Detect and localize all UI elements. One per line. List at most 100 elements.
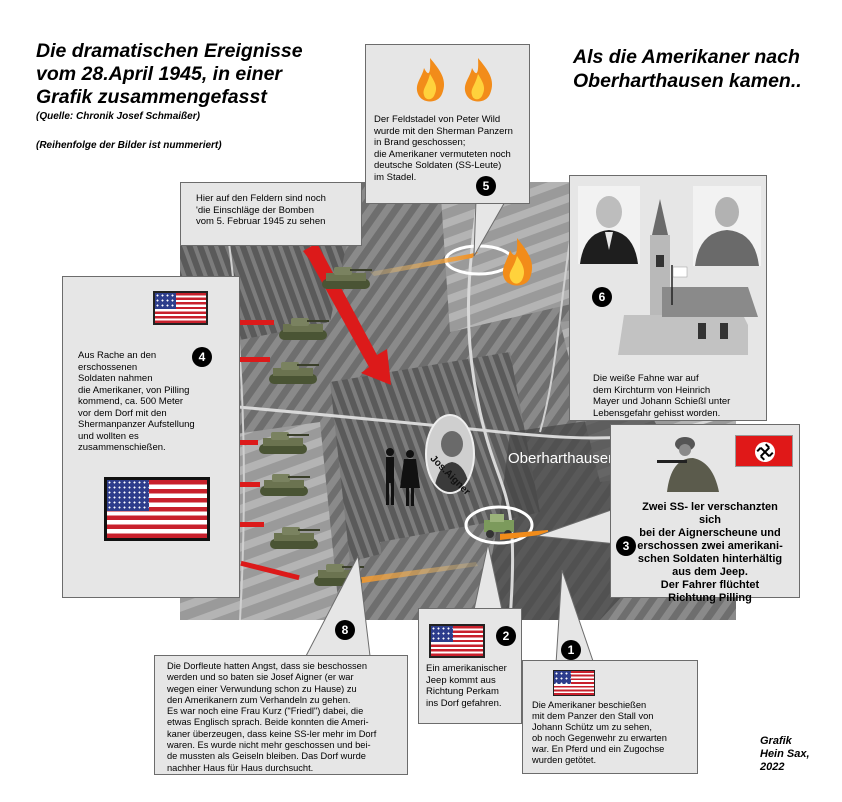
fire-icon <box>502 238 533 286</box>
tank-icon <box>322 267 372 289</box>
church-icon <box>618 199 758 355</box>
number-badge-2: 2 <box>496 626 516 646</box>
box-8 <box>154 655 408 775</box>
jeep-marker <box>464 505 534 545</box>
swastika-flag-icon <box>735 435 793 467</box>
connector-bar <box>232 357 270 362</box>
tank-icon <box>270 527 320 549</box>
box-3-line: erschossen zwei amerikani- <box>637 540 783 552</box>
box-1-line: Die Amerikaner beschießen <box>532 700 647 710</box>
order-note: (Reihenfolge der Bilder ist nummeriert) <box>36 140 222 151</box>
box-3-line: Richtung Pilling <box>668 592 752 604</box>
aigner-portrait-image <box>433 431 471 492</box>
box-4 <box>62 276 240 598</box>
us-flag-icon <box>104 477 210 541</box>
portrait-mayer <box>578 186 640 264</box>
box-8-line: Die Dorfleute hatten Angst, dass sie bes… <box>167 661 368 671</box>
box-1-line: Johann Schütz um zu sehen, <box>532 722 652 732</box>
tank-icon <box>279 318 329 340</box>
village-label: Oberharthausen <box>508 450 617 467</box>
box-4-line: erschossenen <box>78 361 138 373</box>
number-badge-5: 5 <box>476 176 496 196</box>
fire-icon <box>464 58 493 102</box>
right-title: Als die Amerikaner nach Oberharthausen k… <box>573 45 802 93</box>
box-5-line: wurde mit den Sherman Panzern <box>374 125 513 137</box>
box-1-line: mit dem Panzer den Stall von <box>532 711 654 721</box>
callout-3-pointer <box>537 507 617 545</box>
bomb-direction-arrow <box>303 243 391 385</box>
main-title-line-2: vom 28.April 1945, in einer <box>36 63 283 85</box>
credit-line-1: Grafik <box>760 735 792 747</box>
box-5-line: die Amerikaner vermuteten noch <box>374 148 511 160</box>
box-4-line: die Amerikaner, von Pilling <box>78 384 190 396</box>
box-2-text: Ein amerikanischer Jeep kommt aus Richtu… <box>426 663 507 709</box>
tracer-jeep <box>500 530 548 540</box>
box-1 <box>522 660 698 774</box>
main-title-line-3: Grafik zusammengefasst <box>36 86 267 108</box>
number-badge-6: 6 <box>592 287 612 307</box>
box-3-line: aus dem Jeep. <box>672 566 748 578</box>
connector-bar <box>232 320 274 325</box>
box-6-line: Lebensgefahr gehisst worden. <box>593 407 721 419</box>
callout-8-pointer <box>305 556 371 657</box>
tank-icon <box>260 474 310 496</box>
box-1-line: wurden getötet. <box>532 755 597 765</box>
box-6-line: Die weiße Fahne war auf <box>593 373 699 384</box>
box-4-line: vor dem Dorf mit den <box>78 407 167 419</box>
bombs-box <box>180 182 362 246</box>
soldiers-icon <box>657 437 719 492</box>
box-5-line: Der Feldstadel von Peter Wild <box>374 114 501 125</box>
box-4-line: kommend, ca. 500 Meter <box>78 396 184 407</box>
us-flag-icon <box>553 670 595 696</box>
box-8-line: etwas Englisch sprach. Beide konnten die… <box>167 717 369 728</box>
tank-icon <box>269 362 319 384</box>
box-3-line: Der Fahrer flüchtet <box>660 579 760 591</box>
source-note: (Quelle: Chronik Josef Schmaißer) <box>36 111 200 122</box>
box-4-line: Aus Rache an den <box>78 350 157 361</box>
box-8-line: de mussten als Geiseln bleiben. Das Dorf… <box>167 751 366 762</box>
number-badge-1: 1 <box>561 640 581 660</box>
box-8-line: waren. Es wurde nicht mehr geschossen un… <box>167 740 371 751</box>
credit: Grafik Hein Sax, 2022 <box>760 735 810 774</box>
us-flag-icon <box>153 291 208 325</box>
box-8-text: Die Dorfleute hatten Angst, dass sie bes… <box>167 661 376 774</box>
bombs-text: Hier auf den Feldern sind noch 'die Eins… <box>196 193 326 228</box>
box-6-line: dem Kirchturm von Heinrich <box>593 384 711 396</box>
number-badge-4: 4 <box>192 347 212 367</box>
fire-icon <box>416 58 445 102</box>
right-title-line-2: Oberharthausen kamen.. <box>573 70 802 92</box>
tank-icon <box>259 432 309 454</box>
box-3-line: bei der Aignerscheune und <box>639 527 781 539</box>
credit-line-3: 2022 <box>760 761 785 773</box>
box-8-line: Es war noch eine Frau Kurz ("Friedl") da… <box>167 706 364 717</box>
bombs-line-2: 'die Einschläge der Bomben <box>196 204 314 216</box>
callout-2-pointer <box>473 544 503 611</box>
box-4-line: Soldaten nahmen <box>78 373 153 384</box>
box-1-line: ob noch Gegenwehr zu erwarten <box>532 733 667 743</box>
box-2-line: ins Dorf gefahren. <box>426 697 502 709</box>
box-6-text: Die weiße Fahne war auf dem Kirchturm vo… <box>593 373 730 419</box>
box-2-line: Ein amerikanischer <box>426 663 507 674</box>
number-badge-8: 8 <box>335 620 355 640</box>
number-badge-3: 3 <box>616 536 636 556</box>
box-8-line: den Amerikanern zum Verhandeln zu gehen. <box>167 694 351 705</box>
box-5-text: Der Feldstadel von Peter Wild wurde mit … <box>374 114 513 183</box>
box-4-text: Aus Rache an den erschossenen Soldaten n… <box>78 350 195 454</box>
negotiators-silhouette <box>386 448 420 506</box>
box-5-line: in Brand geschossen; <box>374 137 466 148</box>
box-3-line: Zwei SS- ler verschanzten sich <box>642 501 778 526</box>
portrait-schiessl <box>693 186 761 266</box>
box-5-line: deutsche Soldaten (SS-Leute) <box>374 160 502 171</box>
box-2-line: Richtung Perkam <box>426 686 499 697</box>
callout-5-pointer <box>473 200 507 257</box>
aigner-portrait <box>425 414 475 494</box>
us-flag-icon <box>429 624 485 658</box>
box-1-line: war. En Pferd und ein Zugochse <box>532 744 665 754</box>
box-8-line: kaner überzeugen, dass keine SS-ler mehr… <box>167 728 377 739</box>
box-3-line: schen Soldaten hinterhältig <box>637 553 783 565</box>
box-1-text: Die Amerikaner beschießen mit dem Panzer… <box>532 700 667 766</box>
main-title: Die dramatischen Ereignisse vom 28.April… <box>36 40 303 109</box>
box-3-text: Zwei SS- ler verschanzten sich bei der A… <box>630 501 790 605</box>
credit-line-2: Hein Sax, <box>760 748 810 760</box>
box-6-line: Mayer und Johann Schießl unter <box>593 396 731 407</box>
